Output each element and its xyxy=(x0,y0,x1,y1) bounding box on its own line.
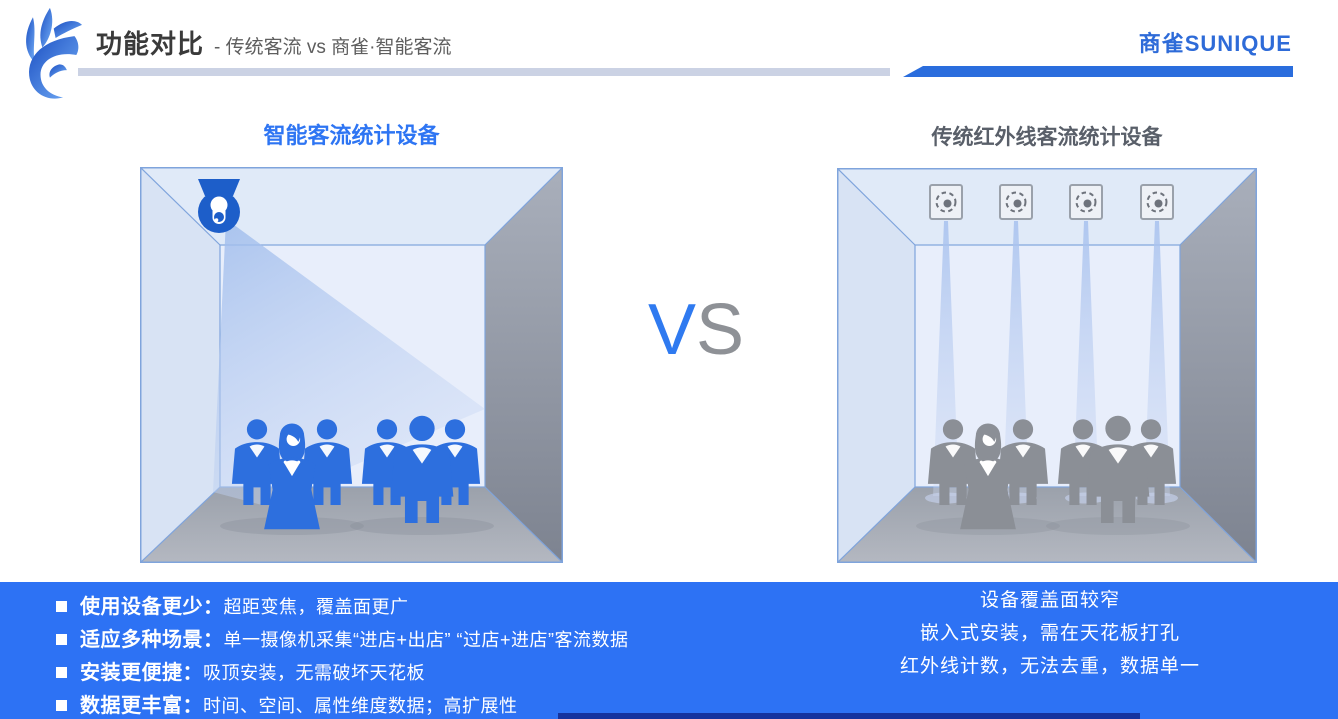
floor xyxy=(837,487,1257,563)
dome-camera-icon xyxy=(198,179,240,233)
right-wall xyxy=(485,167,563,563)
header-divider-light xyxy=(78,68,890,76)
comparison-footer: 使用设备更少： 超距变焦，覆盖面更广 适应多种场景： 单一摄像机采集“进店+出店… xyxy=(0,582,1338,719)
advantages-list: 使用设备更少： 超距变焦，覆盖面更广 适应多种场景： 单一摄像机采集“进店+出店… xyxy=(56,590,629,719)
sunique-logo-icon xyxy=(26,7,82,99)
smart-panel-title: 智能客流统计设备 xyxy=(263,123,440,148)
vs-letter-v: V xyxy=(647,290,696,370)
header-divider-blue xyxy=(903,66,1293,77)
square-bullet-icon xyxy=(56,667,67,678)
advantage-text: 吸顶安装，无需破坏天花板 xyxy=(203,663,425,683)
brand-logo-text: 商雀SUNIQUE xyxy=(1138,31,1292,56)
vs-letter-s: S xyxy=(696,290,745,370)
page-title-sub: - 传统客流 vs 商雀·智能客流 xyxy=(214,37,452,58)
page-title-main: 功能对比 xyxy=(96,29,205,59)
advantage-text: 时间、空间、属性维度数据；高扩展性 xyxy=(203,696,518,716)
advantage-label: 使用设备更少： xyxy=(80,596,224,618)
square-bullet-icon xyxy=(56,700,67,711)
advantage-text: 超距变焦，覆盖面更广 xyxy=(223,597,409,617)
infrared-sensor-icon xyxy=(929,184,963,220)
infrared-sensor-icon xyxy=(999,184,1033,220)
list-item: 安装更便捷： 吸顶安装，无需破坏天花板 xyxy=(56,656,629,689)
footer-accent-strip xyxy=(558,713,1140,719)
drawback-line: 红外线计数，无法去重，数据单一 xyxy=(899,656,1200,677)
drawbacks-list: 设备覆盖面较窄 嵌入式安装，需在天花板打孔 红外线计数，无法去重，数据单一 xyxy=(845,584,1255,683)
infrared-sensor-icons xyxy=(929,184,1174,220)
infrared-panel-title: 传统红外线客流统计设备 xyxy=(931,126,1163,149)
left-wall xyxy=(140,167,220,563)
infrared-sensor-icon xyxy=(1069,184,1103,220)
square-bullet-icon xyxy=(56,601,67,612)
list-item: 使用设备更少： 超距变焦，覆盖面更广 xyxy=(56,590,629,623)
page-title: 功能对比 - 传统客流 vs 商雀·智能客流 xyxy=(96,24,452,61)
floor xyxy=(140,487,563,563)
smart-room-illustration xyxy=(140,167,563,563)
advantage-label: 安装更便捷： xyxy=(80,662,203,684)
drawback-line: 嵌入式安装，需在天花板打孔 xyxy=(919,623,1180,644)
infrared-room-illustration xyxy=(837,168,1257,563)
left-wall xyxy=(837,168,915,563)
list-item: 适应多种场景： 单一摄像机采集“进店+出店” “过店+进店”客流数据 xyxy=(56,623,629,656)
drawback-line: 设备覆盖面较窄 xyxy=(979,590,1120,611)
list-item: 数据更丰富： 时间、空间、属性维度数据；高扩展性 xyxy=(56,689,629,719)
right-wall xyxy=(1180,168,1257,563)
advantage-label: 适应多种场景： xyxy=(80,629,224,651)
vs-label: VS xyxy=(638,294,754,366)
square-bullet-icon xyxy=(56,634,67,645)
infrared-sensor-icon xyxy=(1140,184,1174,220)
advantage-label: 数据更丰富： xyxy=(80,695,203,717)
ceiling xyxy=(140,167,563,245)
advantage-text: 单一摄像机采集“进店+出店” “过店+进店”客流数据 xyxy=(223,630,629,650)
